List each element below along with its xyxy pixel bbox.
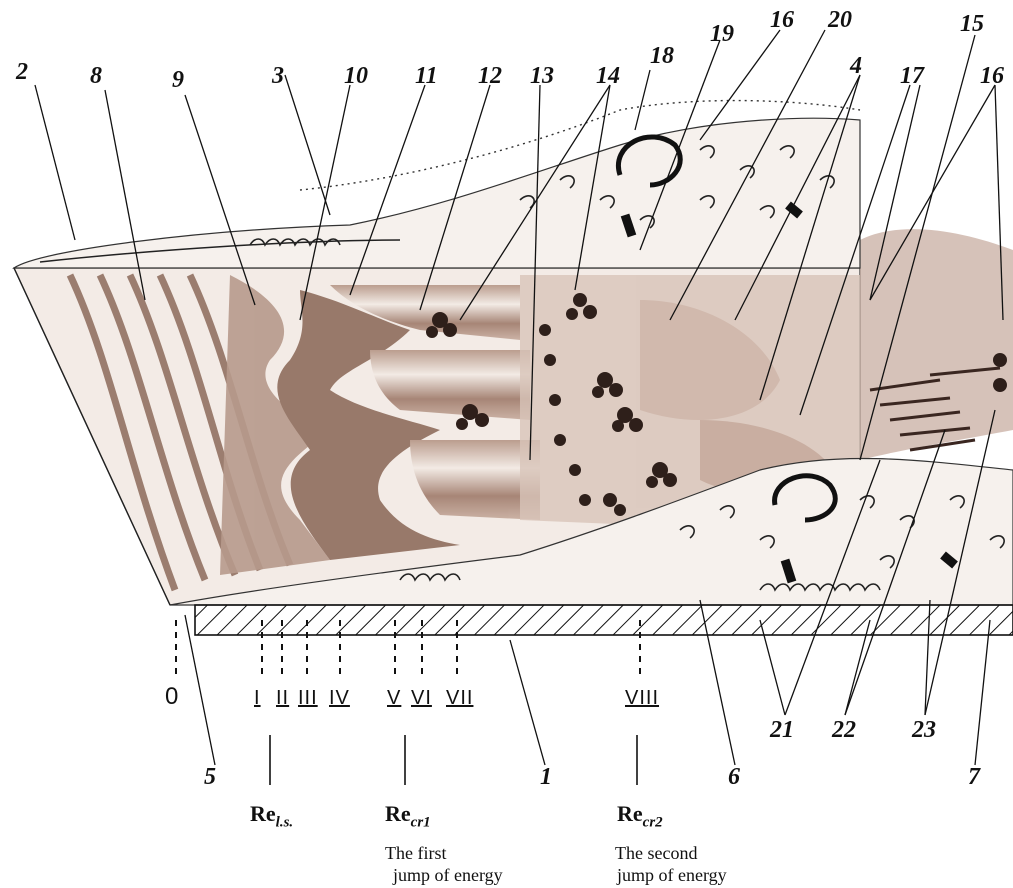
station-II: II: [276, 688, 289, 708]
label-17: 17: [900, 64, 924, 88]
station-VII: VII: [446, 688, 473, 708]
label-11: 11: [415, 64, 438, 88]
label-12: 12: [478, 64, 502, 88]
station-III: III: [298, 688, 318, 708]
label-23: 23: [912, 718, 936, 742]
label-20: 20: [828, 8, 852, 32]
upper-boundary-layer: [14, 118, 860, 268]
label-16-right: 16: [980, 64, 1004, 88]
label-9: 9: [172, 68, 184, 92]
first-jump-line1: The first: [385, 842, 446, 864]
re-ls-label: Rel.s.: [250, 803, 293, 830]
label-22: 22: [832, 718, 856, 742]
station-VI: VI: [411, 688, 432, 708]
label-6: 6: [728, 765, 740, 789]
label-21: 21: [770, 718, 794, 742]
station-IV: IV: [329, 688, 350, 708]
label-15: 15: [960, 12, 984, 36]
wall-hatched: [195, 605, 1013, 635]
label-13: 13: [530, 64, 554, 88]
station-V: V: [387, 688, 401, 708]
label-14: 14: [596, 64, 620, 88]
label-4: 4: [850, 54, 862, 78]
label-5: 5: [204, 765, 216, 789]
station-I: I: [254, 688, 261, 708]
label-8: 8: [90, 64, 102, 88]
turbulent-plume: [860, 229, 1013, 460]
re-marker-lines: [270, 735, 637, 785]
label-18: 18: [650, 44, 674, 68]
label-19: 19: [710, 22, 734, 46]
label-1: 1: [540, 765, 552, 789]
second-jump-line1: The second: [615, 842, 697, 864]
second-jump-line2: jump of energy: [617, 864, 727, 886]
first-jump-line2: jump of energy: [393, 864, 503, 886]
re-cr1-label: Recr1: [385, 803, 431, 830]
label-7: 7: [968, 765, 980, 789]
label-16-top: 16: [770, 8, 794, 32]
label-2: 2: [16, 60, 28, 84]
origin-label: 0: [165, 685, 178, 709]
label-10: 10: [344, 64, 368, 88]
station-VIII: VIII: [625, 688, 659, 708]
re-cr2-label: Recr2: [617, 803, 663, 830]
label-3: 3: [272, 64, 284, 88]
